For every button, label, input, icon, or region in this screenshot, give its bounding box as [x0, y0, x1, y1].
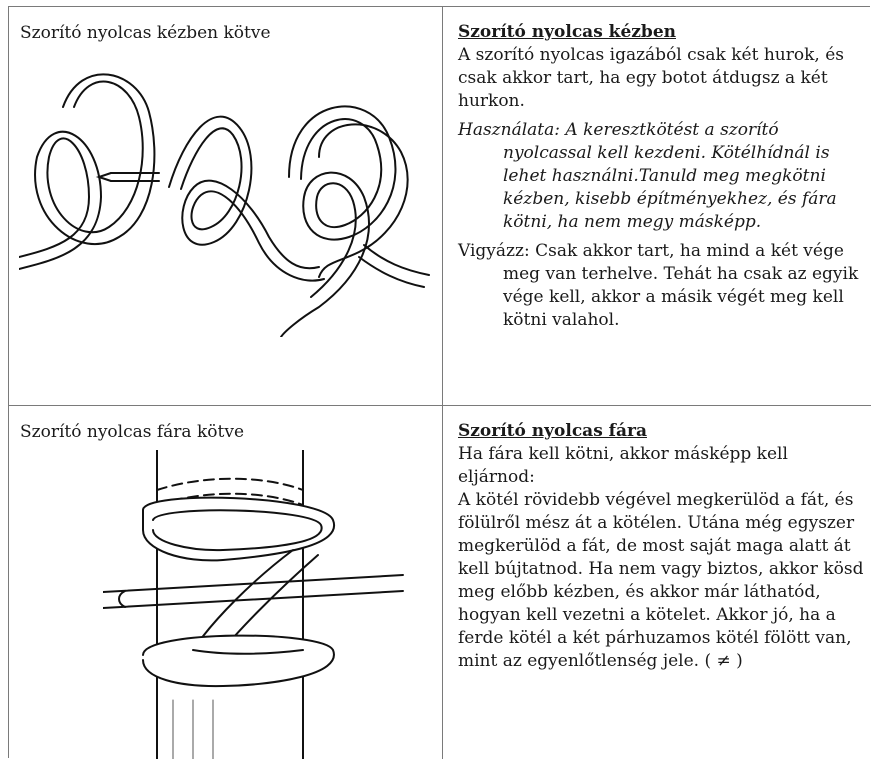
- hand-knot-usage: Használata: A keresztkötést a szorító ny…: [458, 119, 868, 234]
- tree-knot-caption: Szorító nyolcas fára kötve: [20, 421, 244, 443]
- tree-knot-illustration: [103, 450, 427, 759]
- tree-knot-text-cell: Szorító nyolcas fára Ha fára kell kötni,…: [443, 406, 871, 759]
- knot-table: Szorító nyolcas kézben kötve: [8, 6, 870, 758]
- hand-knot-caption: Szorító nyolcas kézben kötve: [20, 22, 271, 44]
- tree-knot-cell: Szorító nyolcas fára kötve: [9, 406, 443, 759]
- hand-knot-illustration: [19, 57, 431, 337]
- hand-knot-warning: Vigyázz: Csak akkor tart, ha mind a két …: [458, 240, 868, 332]
- hand-knot-heading: Szorító nyolcas kézben: [458, 21, 868, 44]
- tree-knot-line2: A kötél rövidebb végével megkerülöd a fá…: [458, 489, 868, 673]
- hand-knot-intro: A szorító nyolcas igazából csak két huro…: [458, 44, 868, 113]
- tree-knot-heading: Szorító nyolcas fára: [458, 420, 868, 443]
- hand-knot-text-cell: Szorító nyolcas kézben A szorító nyolcas…: [443, 7, 871, 406]
- hand-knot-cell: Szorító nyolcas kézben kötve: [9, 7, 443, 406]
- tree-knot-line1: Ha fára kell kötni, akkor másképp kell e…: [458, 443, 868, 489]
